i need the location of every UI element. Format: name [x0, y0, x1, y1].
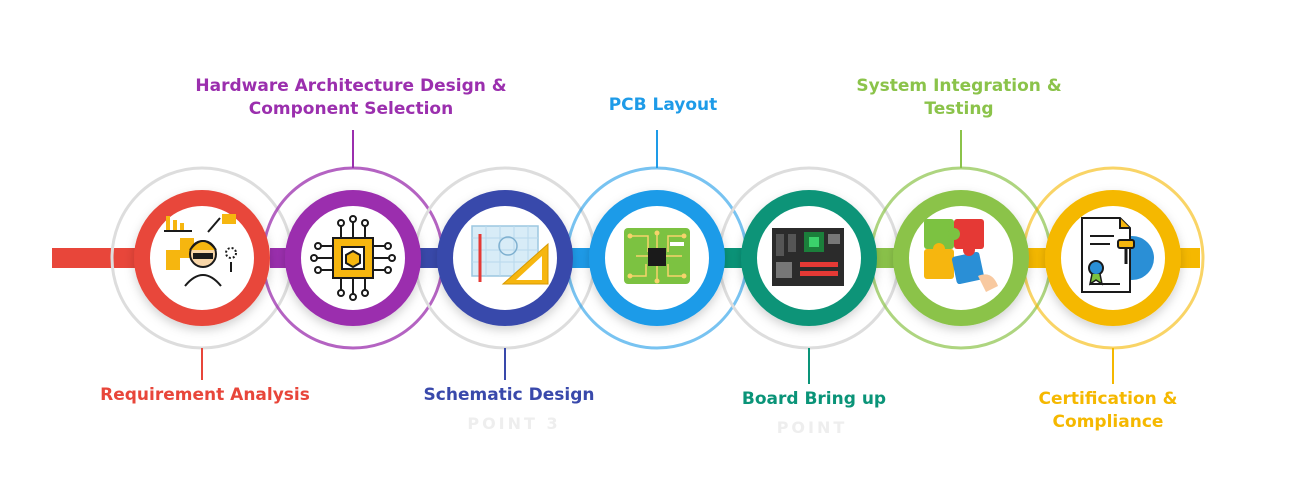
- blueprint-icon: [471, 225, 549, 285]
- label-bringup: Board Bring up: [741, 389, 887, 409]
- label-pcb: PCB Layout: [608, 95, 718, 115]
- ghost-text-bringup: POINT: [776, 418, 848, 437]
- puzzle-icon: [924, 219, 998, 292]
- pcb-icon: [624, 228, 690, 284]
- analyst-icon: [164, 214, 237, 287]
- chip-icon: [310, 215, 396, 301]
- label-integration: System Integration & Testing: [856, 76, 1062, 119]
- certificate-icon: [1081, 217, 1154, 293]
- label-architecture: Hardware Architecture Design & Component…: [195, 76, 507, 119]
- label-schematic: Schematic Design: [423, 385, 595, 405]
- label-certification: Certification & Compliance: [1038, 389, 1178, 432]
- connector-lines: [201, 130, 1114, 384]
- ghost-text-schematic: POINT 3: [467, 414, 561, 433]
- label-requirement: Requirement Analysis: [100, 385, 310, 405]
- motherboard-icon: [772, 228, 844, 286]
